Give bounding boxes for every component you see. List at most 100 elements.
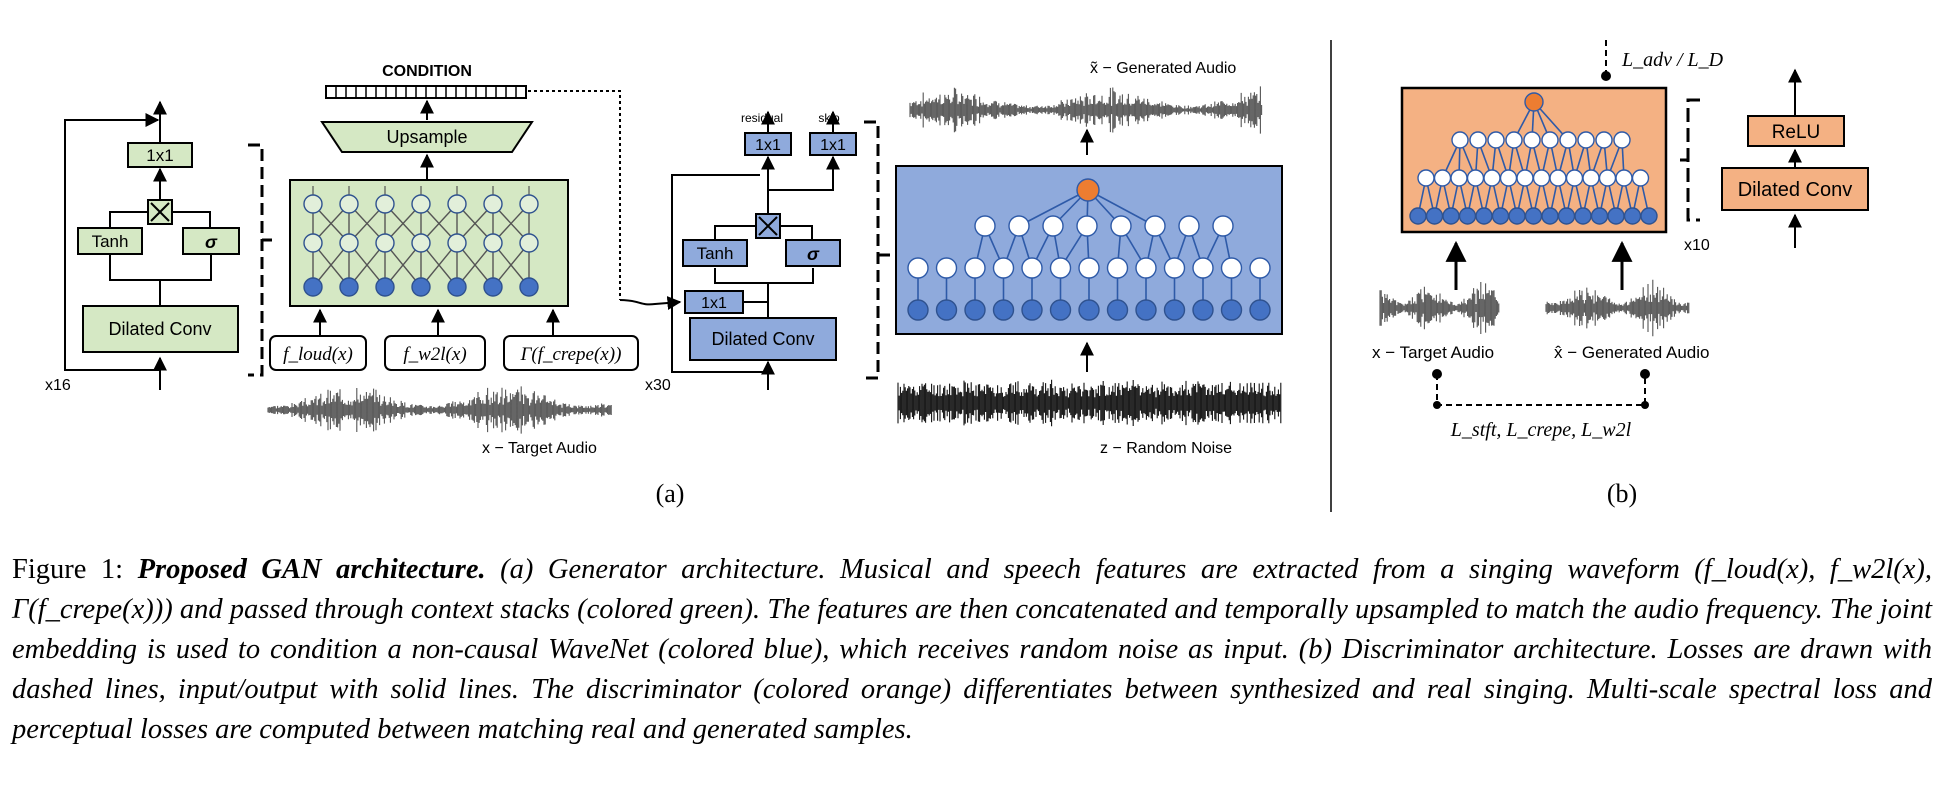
wn-net-node: [1076, 178, 1100, 202]
disc-net-node: [1595, 131, 1613, 149]
ctx-net-node: [411, 277, 431, 297]
ctx-net-node: [483, 233, 503, 253]
skip-conv-label: 1x1: [820, 137, 846, 154]
wn-net-node: [1106, 299, 1129, 321]
ctx-net-node: [375, 233, 395, 253]
generated-waveform-a: [909, 86, 1263, 134]
residual-label: residual: [741, 111, 783, 125]
disc-net-node: [1451, 131, 1469, 149]
disc-relu-box: [1747, 115, 1845, 147]
ctx-net-node: [519, 233, 539, 253]
wn-net-node: [1192, 299, 1214, 321]
disc-repeat-label: x10: [1684, 237, 1710, 254]
ctx-1x1-label: 1x1: [146, 146, 173, 165]
wn-net-node: [935, 299, 958, 321]
architecture-figure: 1x1 Tanh σ Dilated Conv x16 CONDITION Up…: [45, 40, 1869, 512]
wn-net-node: [1144, 215, 1166, 237]
disc-net-node: [1559, 131, 1577, 149]
disc-net-node: [1475, 207, 1493, 225]
target-audio-a: x − Target Audio: [267, 386, 612, 457]
disc-net-node: [1631, 169, 1650, 187]
wn-net-node: [1135, 257, 1157, 279]
disc-relu-label: ReLU: [1772, 122, 1821, 143]
disc-net-node: [1541, 207, 1559, 225]
disc-net-node: [1433, 169, 1452, 187]
figure-caption: Figure 1: Proposed GAN architecture. (a)…: [12, 550, 1932, 750]
disc-net-node: [1409, 207, 1427, 225]
disc-net-node: [1425, 207, 1444, 225]
disc-net-node: [1483, 169, 1501, 187]
disc-net-node: [1466, 169, 1485, 187]
wn-net-node: [1076, 215, 1098, 237]
ctx-net-node: [303, 233, 323, 253]
feature-loud-box: [269, 335, 367, 371]
disc-net-node: [1598, 169, 1617, 187]
wn-net-node: [1163, 299, 1186, 321]
ctx-net-node: [339, 194, 359, 214]
wavenet-network: x̃ − Generated Audio z − Random Noise: [895, 60, 1283, 457]
disc-net-node: [1524, 92, 1544, 112]
panel-label-b: (b): [1607, 479, 1637, 508]
wn-net-node: [1220, 299, 1243, 321]
feature-inputs: f_loud(x) f_w2l(x) Γ(f_crepe(x)): [269, 308, 639, 371]
wn-bracket: [864, 120, 890, 380]
wn-sigma-box: [785, 239, 841, 267]
wn-dilated-conv: [689, 317, 837, 361]
wn-net-node: [1021, 299, 1043, 321]
ctx-sigma-box: [182, 227, 240, 255]
ctx-tanh-label: Tanh: [92, 232, 129, 251]
wn-net-node: [1106, 257, 1129, 279]
disc-net-node: [1582, 169, 1600, 187]
context-stack: 1x1 Tanh σ Dilated Conv x16: [45, 100, 272, 394]
wn-net-node: [1135, 299, 1157, 321]
generated-audio-label-a: x̃ − Generated Audio: [1090, 60, 1236, 77]
condition-label: CONDITION: [382, 63, 472, 80]
wn-net-node: [974, 215, 996, 237]
wn-net-node: [907, 257, 929, 279]
disc-net-node: [1499, 169, 1518, 187]
panel-label-a: (a): [656, 479, 685, 508]
ctx-net-node: [519, 194, 539, 214]
disc-net-node: [1613, 131, 1631, 149]
target-audio-label-b: x − Target Audio: [1372, 343, 1494, 362]
disc-net-node: [1458, 207, 1477, 225]
wn-net-node: [1008, 215, 1030, 237]
disc-net-node: [1590, 207, 1609, 225]
loss-top-label: L_adv / L_D: [1621, 49, 1724, 71]
wn-net-node: [992, 257, 1015, 279]
caption-lead: Figure 1:: [12, 554, 138, 585]
disc-net-node: [1523, 131, 1541, 149]
disc-net-node: [1417, 169, 1435, 187]
wn-net-node: [935, 257, 958, 279]
wn-net-node: [1078, 257, 1100, 279]
ctx-1x1-conv: [127, 142, 193, 168]
caption-body: (a) Generator architecture. Musical and …: [12, 554, 1933, 745]
disc-net-node: [1524, 207, 1543, 225]
ctx-sigma-label: σ: [205, 232, 218, 252]
wn-net-node: [1192, 257, 1214, 279]
wn-net-node: [992, 299, 1015, 321]
noise-label: z − Random Noise: [1100, 440, 1232, 457]
wn-net-node: [1178, 215, 1200, 237]
wn-net-node: [1049, 299, 1072, 321]
ctx-tanh-box: [77, 227, 143, 255]
discriminator: L_adv / L_D x10 Dilated Conv ReLU x − Ta…: [1372, 40, 1869, 441]
ctx-net-node: [303, 277, 323, 297]
loss-bottom-label: L_stft, L_crepe, L_w2l: [1450, 419, 1632, 441]
wn-net-node: [1212, 215, 1234, 237]
feature-crepe-label: Γ(f_crepe(x)): [520, 344, 622, 365]
wn-net-node: [964, 257, 986, 279]
ctx-net-node: [519, 277, 539, 297]
feature-loud-label: f_loud(x): [283, 344, 353, 365]
disc-net-node: [1557, 207, 1576, 225]
ctx-net-node: [303, 194, 323, 214]
feature-w2l-box: [384, 335, 486, 371]
disc-net-node: [1623, 207, 1642, 225]
ctx-net-node: [447, 194, 467, 214]
disc-net-node: [1516, 169, 1534, 187]
disc-net-node: [1532, 169, 1551, 187]
disc-net-node: [1508, 207, 1526, 225]
wn-net-node: [1249, 257, 1271, 279]
cond-conv-label: 1x1: [701, 295, 727, 312]
ctx-net-node: [375, 194, 395, 214]
